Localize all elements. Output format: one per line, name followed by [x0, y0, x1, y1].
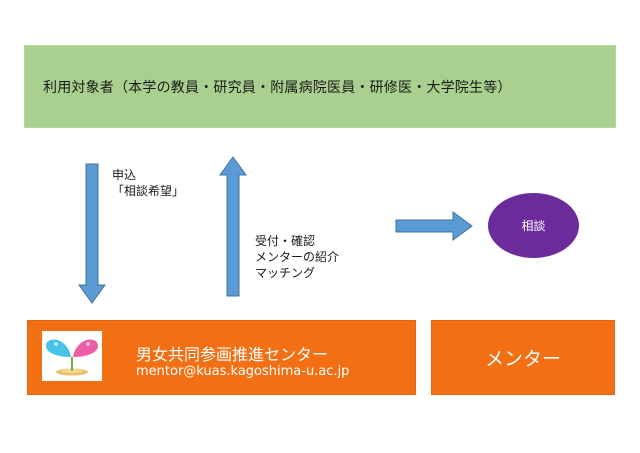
arrow-right-icon	[395, 211, 473, 241]
apply-label: 申込 「相談希望」	[112, 167, 184, 199]
reception-line-3: マッチング	[255, 266, 316, 280]
reception-line-2: メンターの紹介	[255, 250, 340, 264]
apply-line-2: 「相談希望」	[112, 184, 185, 198]
sprout-logo-icon	[42, 331, 102, 381]
mentor-box: メンター	[431, 320, 615, 395]
consult-node: 相談	[488, 193, 579, 258]
consult-label: 相談	[521, 219, 546, 233]
center-name: 男女共同参画推進センター	[136, 345, 329, 364]
apply-line-1: 申込	[112, 168, 137, 182]
center-email: mentor@kuas.kagoshima-u.ac.jp	[136, 364, 350, 379]
users-box: 利用対象者（本学の教員・研究員・附属病院医員・研修医・大学院生等）	[24, 45, 616, 128]
arrow-down-icon	[78, 163, 106, 304]
users-label: 利用対象者（本学の教員・研究員・附属病院医員・研修医・大学院生等）	[43, 79, 512, 96]
mentor-label: メンター	[484, 348, 561, 370]
reception-line-1: 受付・確認	[255, 234, 316, 248]
arrow-up-icon	[219, 156, 247, 297]
reception-label: 受付・確認 メンターの紹介 マッチング	[255, 233, 339, 281]
